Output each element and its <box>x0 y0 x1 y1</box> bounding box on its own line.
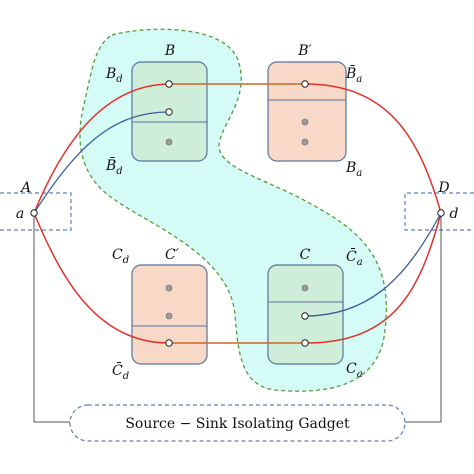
label-C-a: Ca <box>346 361 363 380</box>
label-C-a-sub: a <box>357 369 363 380</box>
label-B-a-main: B <box>345 160 356 176</box>
label-C-a-bar: C̄a <box>346 247 363 268</box>
label-B: B <box>164 43 175 59</box>
gadget-right-wire <box>405 213 442 423</box>
label-C-d: Cd <box>112 247 129 266</box>
node-B-bottom <box>165 138 173 146</box>
label-B-d-sub: d <box>116 74 122 85</box>
port-nodes <box>30 80 445 347</box>
label-C-d-sub: d <box>123 255 129 266</box>
node-C-prime-bottom <box>165 339 173 347</box>
label-d: d <box>450 206 459 222</box>
label-a: a <box>16 206 24 222</box>
node-C-prime-top <box>165 284 173 292</box>
node-d <box>437 209 445 217</box>
label-C-d-bar: C̄d <box>112 361 129 382</box>
blue-path-right <box>304 212 442 317</box>
right-dashed-box <box>404 192 474 231</box>
grey-nodes <box>165 118 309 320</box>
label-C-a-bar-sub: a <box>357 257 363 268</box>
label-B-d-bar: B̄d <box>105 156 123 177</box>
gadget-left-wire <box>33 213 70 423</box>
gadget-label: Source − Sink Isolating Gadget <box>125 416 350 432</box>
node-B-prime-bottom <box>301 138 309 146</box>
label-B-d-bar-main: B̄ <box>105 156 116 174</box>
node-C-prime-mid <box>165 312 173 320</box>
label-C-d-main: C <box>112 247 123 263</box>
label-C: C <box>300 247 311 263</box>
blue-path-left <box>33 111 170 214</box>
label-C-d-bar-main: C̄ <box>112 361 123 379</box>
label-C-d-bar-sub: d <box>123 371 129 382</box>
label-B-d-bar-sub: d <box>116 166 122 177</box>
label-B-d: Bd <box>105 66 123 85</box>
label-C-a-bar-main: C̄ <box>346 247 357 265</box>
label-C-prime: C′ <box>165 247 180 263</box>
label-B-d-main: B <box>105 66 116 82</box>
label-B-a: Ba <box>345 160 362 179</box>
node-B-prime-top <box>301 80 309 88</box>
label-C-a-main: C <box>346 361 357 377</box>
node-C-top <box>301 284 309 292</box>
box-B-prime <box>267 61 347 162</box>
label-B-a-bar: B̄a <box>345 64 362 85</box>
node-B-mid <box>165 108 173 116</box>
label-B-a-bar-sub: a <box>356 74 362 85</box>
node-B-prime-mid <box>301 118 309 126</box>
node-C-bottom <box>301 339 309 347</box>
node-C-mid <box>301 312 309 320</box>
label-B-a-sub: a <box>356 168 362 179</box>
label-D: D <box>437 180 449 196</box>
label-A: A <box>19 180 31 196</box>
label-B-a-bar-main: B̄ <box>345 64 356 82</box>
gadget-pill <box>69 404 406 442</box>
node-B-top <box>165 80 173 88</box>
node-a <box>30 209 38 217</box>
left-dashed-box <box>0 192 72 231</box>
label-B-prime: B′ <box>297 43 312 59</box>
